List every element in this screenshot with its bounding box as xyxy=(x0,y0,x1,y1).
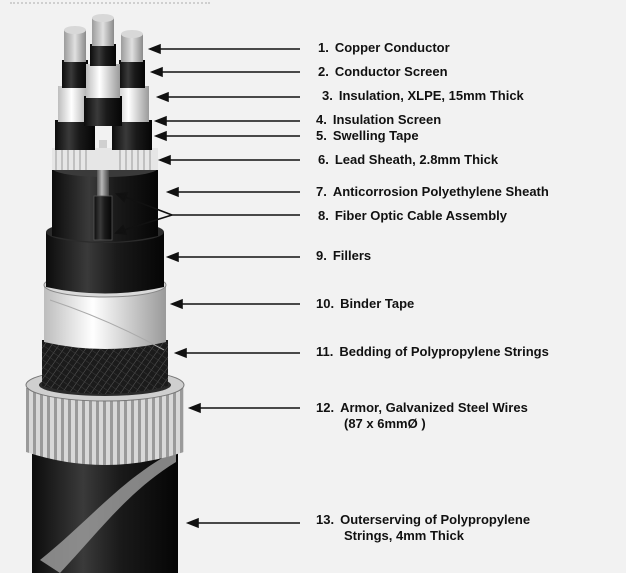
arrow-7 xyxy=(165,186,300,198)
label-line-1: 13. Outerserving of Polypropylene xyxy=(316,512,530,528)
lead-sheath-layer xyxy=(52,148,158,170)
outerserving-layer xyxy=(32,450,178,573)
label-bedding: 11. Bedding of Polypropylene Strings xyxy=(316,344,549,360)
label-number: 3. xyxy=(322,88,333,103)
arrow-5 xyxy=(153,130,300,142)
label-number: 6. xyxy=(318,152,329,167)
label-number: 9. xyxy=(316,248,327,263)
label-outerserving: 13. Outerserving of Polypropylene Strings… xyxy=(316,512,530,544)
label-insulation-xlpe: 3. Insulation, XLPE, 15mm Thick xyxy=(322,88,524,104)
label-line-2: (87 x 6mmØ ) xyxy=(344,416,426,431)
label-text: Insulation Screen xyxy=(332,112,442,127)
label-insulation-screen: 4. Insulation Screen xyxy=(316,112,441,128)
label-text: Conductor Screen xyxy=(334,64,448,79)
label-number: 7. xyxy=(316,184,327,199)
arrow-2 xyxy=(149,66,300,78)
label-armor: 12. Armor, Galvanized Steel Wires (87 x 6… xyxy=(316,400,528,432)
arrow-12 xyxy=(187,402,300,414)
fiber-optic-assembly xyxy=(93,140,113,241)
label-text: Outerserving of Polypropylene xyxy=(340,512,531,527)
header-line xyxy=(10,2,210,10)
label-line-2: Strings, 4mm Thick xyxy=(344,528,464,543)
label-fillers: 9. Fillers xyxy=(316,248,371,264)
label-number: 4. xyxy=(316,112,327,127)
label-swelling-tape: 5. Swelling Tape xyxy=(316,128,419,144)
arrow-4 xyxy=(153,115,300,127)
arrow-9 xyxy=(165,251,300,263)
arrow-3 xyxy=(155,91,300,103)
label-conductor-screen: 2. Conductor Screen xyxy=(318,64,448,80)
label-copper-conductor: 1. Copper Conductor xyxy=(318,40,450,56)
label-number: 5. xyxy=(316,128,327,143)
label-fiber-optic-assembly: 8. Fiber Optic Cable Assembly xyxy=(318,208,507,224)
arrow-10 xyxy=(169,298,300,310)
label-number: 2. xyxy=(318,64,329,79)
label-number: 1. xyxy=(318,40,329,55)
label-text: Armor, Galvanized Steel Wires xyxy=(340,400,528,415)
core-right xyxy=(112,30,152,150)
bedding-layer xyxy=(42,340,168,394)
label-number: 12. xyxy=(316,400,335,415)
label-binder-tape: 10. Binder Tape xyxy=(316,296,414,312)
label-text: Anticorrosion Polyethylene Sheath xyxy=(332,184,549,199)
label-anticorrosion-sheath: 7. Anticorrosion Polyethylene Sheath xyxy=(316,184,549,200)
arrow-8 xyxy=(114,192,300,235)
label-text: Copper Conductor xyxy=(334,40,450,55)
label-lead-sheath: 6. Lead Sheath, 2.8mm Thick xyxy=(318,152,498,168)
arrow-6 xyxy=(157,154,300,166)
label-text: Fiber Optic Cable Assembly xyxy=(334,208,508,223)
label-text: Lead Sheath, 2.8mm Thick xyxy=(334,152,499,167)
label-text: Fillers xyxy=(332,248,372,263)
arrow-11 xyxy=(173,347,300,359)
label-text: Swelling Tape xyxy=(332,128,419,143)
core-center xyxy=(84,14,122,126)
label-number: 11. xyxy=(316,344,334,359)
arrow-1 xyxy=(147,43,300,55)
leader-arrows xyxy=(114,43,300,529)
arrow-13 xyxy=(185,517,300,529)
label-text: Binder Tape xyxy=(340,296,415,311)
label-text: Insulation, XLPE, 15mm Thick xyxy=(338,88,524,103)
label-number: 10. xyxy=(316,296,335,311)
label-number: 8. xyxy=(318,208,329,223)
label-number: 13. xyxy=(316,512,335,527)
label-text: Bedding of Polypropylene Strings xyxy=(339,344,549,359)
label-line-1: 12. Armor, Galvanized Steel Wires xyxy=(316,400,528,416)
